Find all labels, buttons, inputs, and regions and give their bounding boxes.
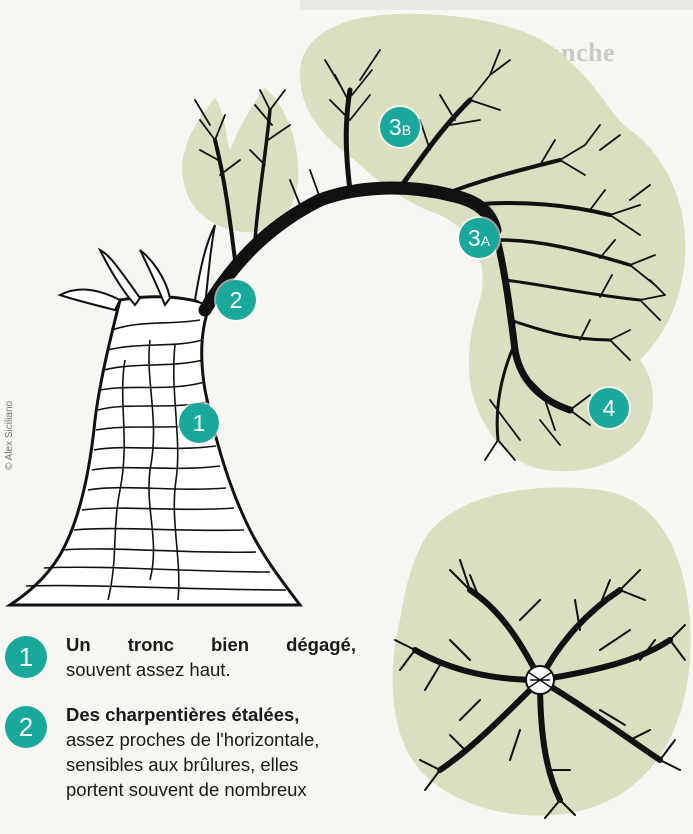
marker-3b-number: 3 <box>389 114 402 141</box>
legend-line: souvent assez haut. <box>66 657 356 682</box>
marker-3a-number: 3 <box>468 225 481 252</box>
legend-title-suffix: , <box>351 634 356 655</box>
legend-title-line: Un tronc bien dégagé, <box>66 632 356 657</box>
legend-title: Des charpentières étalées <box>66 704 294 725</box>
marker-1-label: 1 <box>193 410 206 437</box>
marker-2-label: 2 <box>230 287 243 314</box>
marker-4-label: 4 <box>603 395 616 422</box>
trunk <box>10 225 300 605</box>
legend-line: portent souvent de nombreux <box>66 777 319 802</box>
legend-number-badge: 1 <box>5 636 47 678</box>
legend-title-suffix: , <box>294 704 299 725</box>
legend-line: sensibles aux brûlures, elles <box>66 752 319 777</box>
marker-2: 2 <box>216 280 256 320</box>
legend-text-1: Un tronc bien dégagé, souvent assez haut… <box>66 632 356 682</box>
marker-4: 4 <box>589 388 629 428</box>
marker-3a-letter: A <box>481 233 490 249</box>
legend-title-line: Des charpentières étalées, <box>66 702 319 727</box>
marker-3b-letter: B <box>402 122 411 138</box>
legend-title: Un tronc bien dégagé <box>66 634 351 655</box>
legend-line: assez proches de l'horizontale, <box>66 727 319 752</box>
legend-text-2: Des charpentières étalées, assez proches… <box>66 702 319 802</box>
legend-number-badge: 2 <box>5 706 47 748</box>
marker-1: 1 <box>179 403 219 443</box>
